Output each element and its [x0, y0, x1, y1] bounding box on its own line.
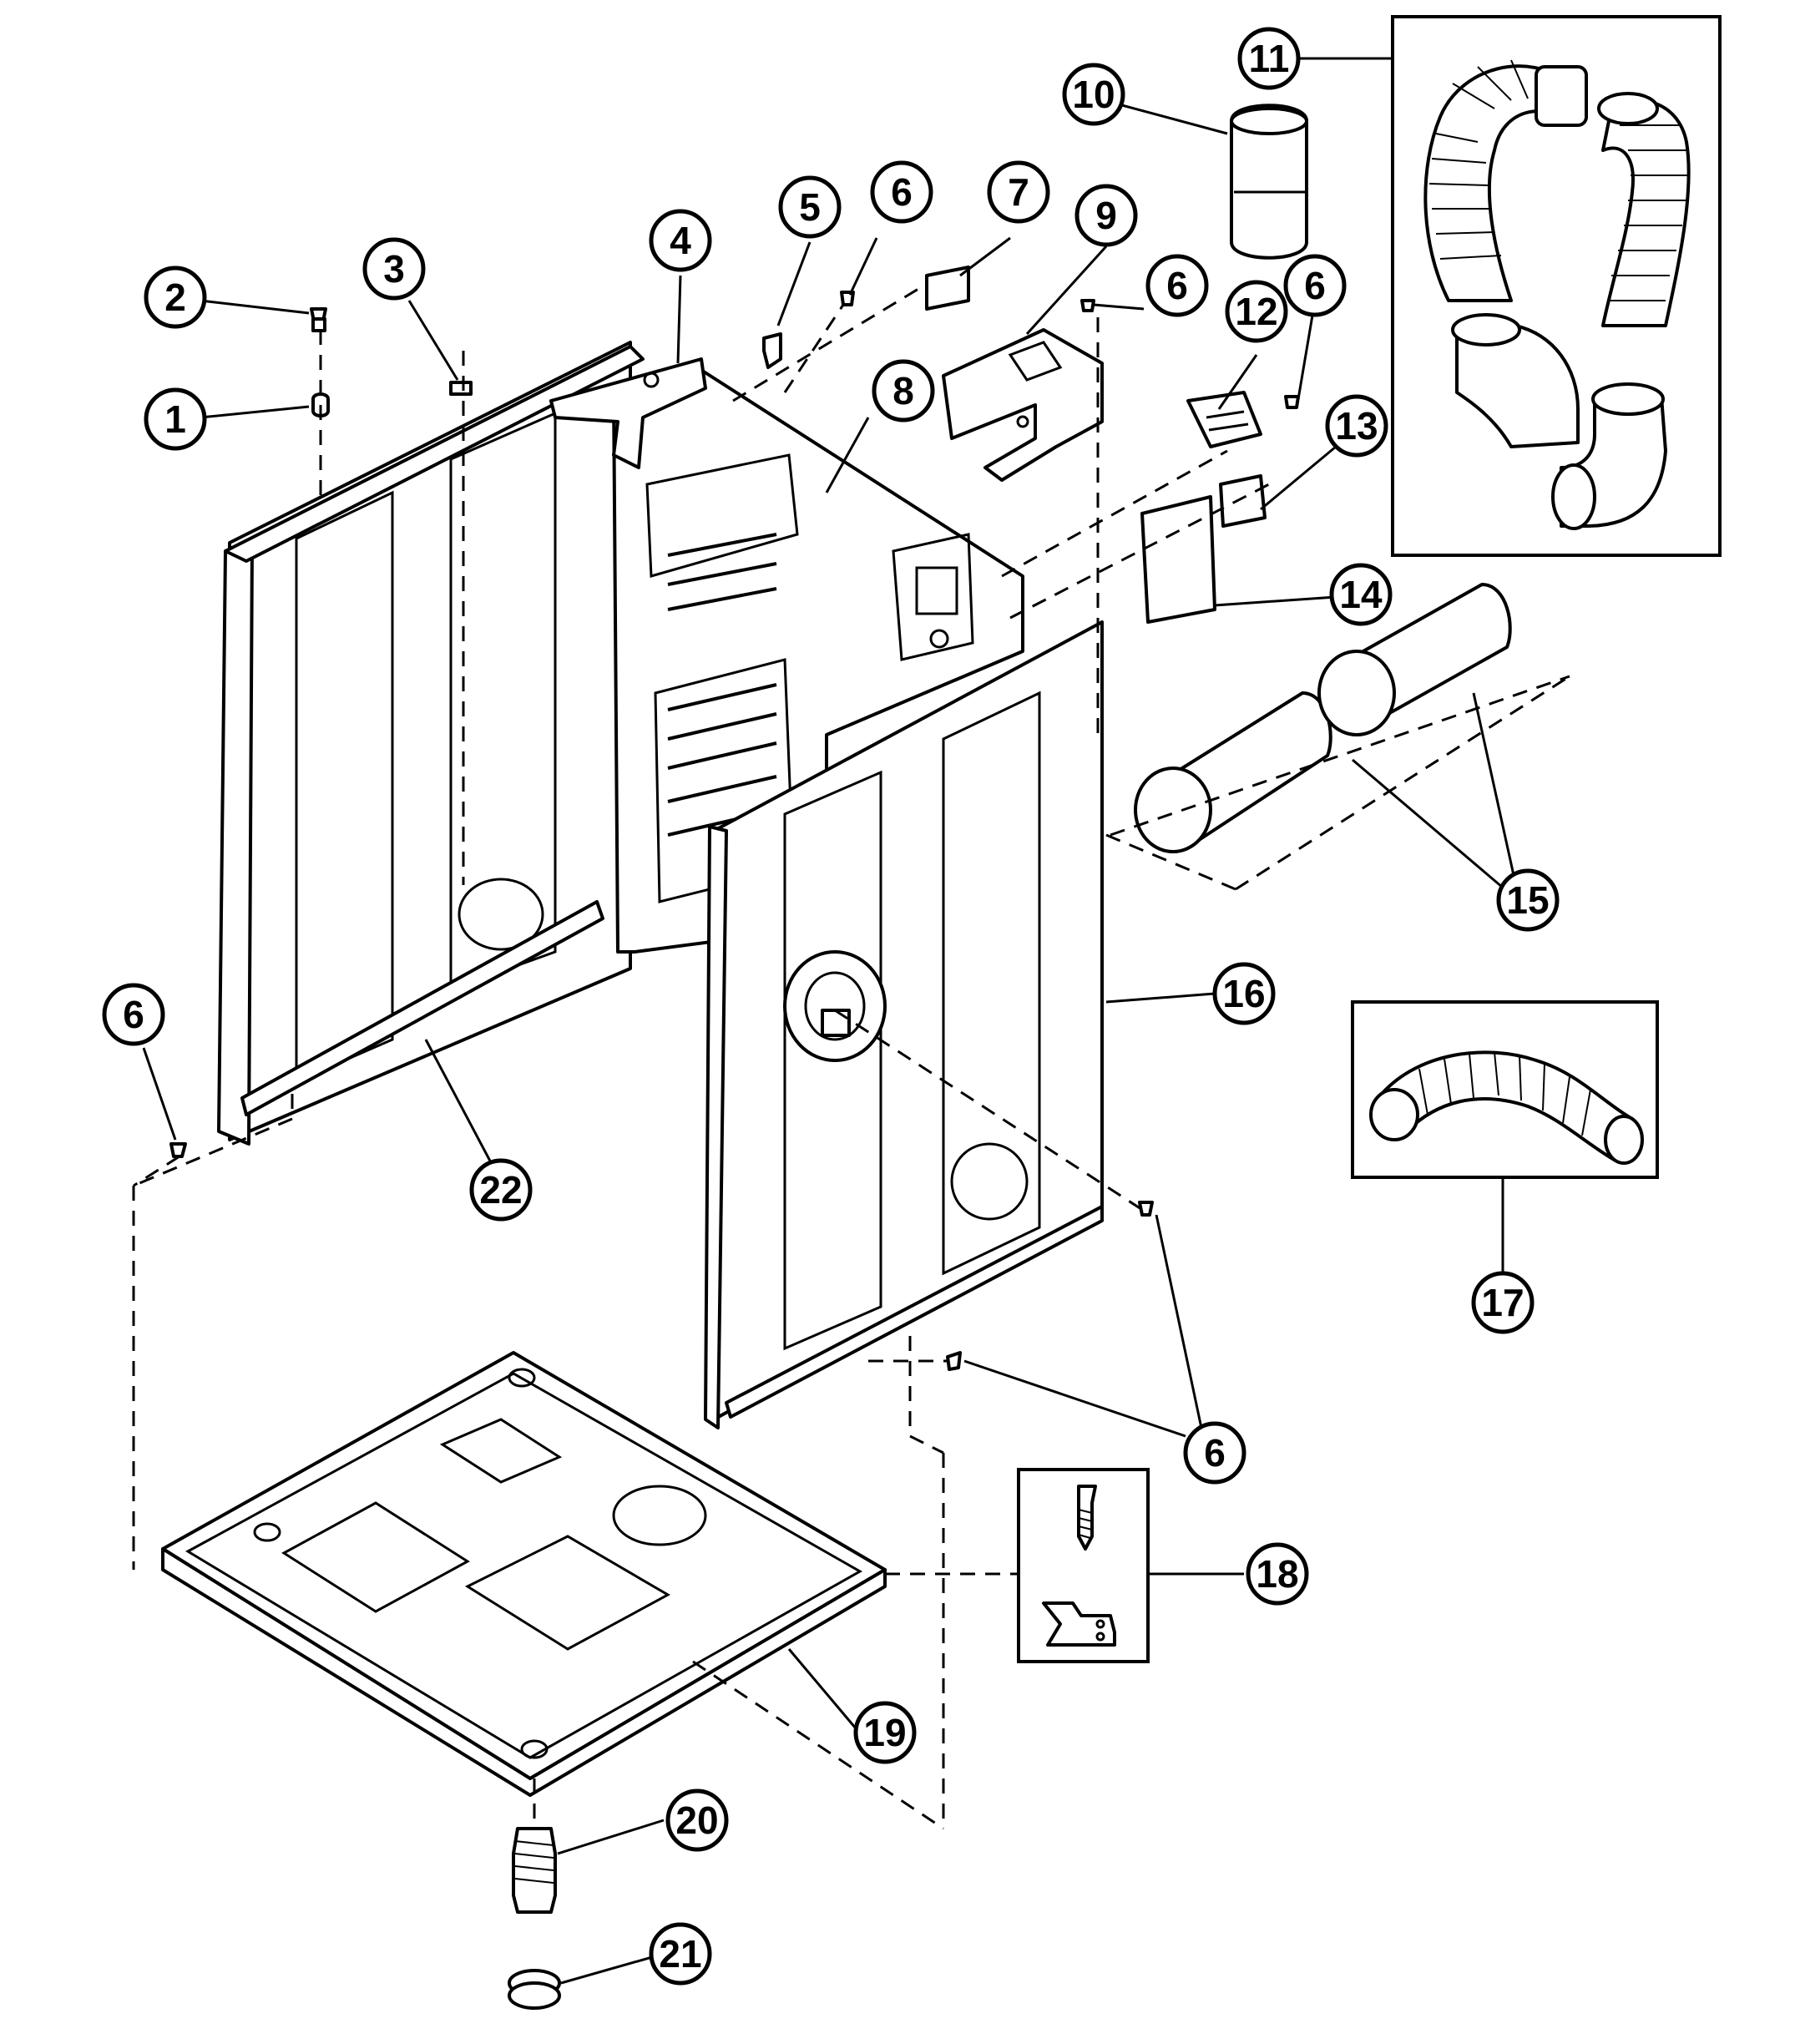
callout-4: 4	[649, 209, 712, 272]
left-side-panel	[217, 341, 645, 1146]
callout-label: 1	[164, 397, 186, 441]
callout-label: 8	[892, 369, 914, 412]
callout-1: 1	[144, 387, 207, 451]
callout-label: 6	[1204, 1431, 1226, 1475]
callout-label: 12	[1235, 290, 1277, 333]
callout-7: 7	[987, 160, 1050, 224]
cover-plate	[925, 266, 970, 311]
callout-14: 14	[1329, 563, 1393, 626]
leader-lines	[142, 57, 1521, 1985]
top-rear-bracket	[549, 357, 707, 469]
callout-label: 22	[479, 1168, 522, 1212]
callout-label: 13	[1335, 404, 1378, 448]
callout-21: 21	[649, 1922, 712, 1986]
callout-label: 6	[1166, 264, 1188, 307]
base-pan	[161, 1351, 887, 1797]
callout-label: 6	[123, 993, 144, 1036]
exhaust-tube-10	[1230, 104, 1308, 260]
callout-label: 16	[1222, 972, 1265, 1015]
callout-label: 5	[799, 185, 821, 229]
vent-kit-box	[1391, 15, 1722, 557]
callout-6-a: 6	[870, 160, 933, 224]
callout-label: 9	[1095, 194, 1117, 237]
callout-11: 11	[1237, 27, 1301, 90]
exhaust-tubes-15	[1134, 583, 1512, 853]
callout-13: 13	[1325, 394, 1388, 458]
right-side-panel	[704, 620, 1104, 1429]
callout-18: 18	[1246, 1542, 1309, 1606]
callout-12: 12	[1225, 280, 1288, 343]
callout-16: 16	[1212, 962, 1276, 1025]
callout-10: 10	[1062, 63, 1125, 126]
callout-label: 21	[659, 1932, 701, 1976]
callout-label: 10	[1072, 73, 1115, 116]
vent-plate	[1140, 474, 1267, 624]
hardware	[169, 291, 1300, 1371]
callout-3: 3	[362, 237, 426, 301]
right-bottom-rail	[725, 1205, 1104, 1419]
callout-label: 20	[675, 1799, 718, 1842]
callout-label: 14	[1339, 573, 1383, 616]
exhaust-cover	[1186, 391, 1262, 448]
callout-6-f: 6	[1183, 1421, 1246, 1485]
callout-label: 6	[1304, 264, 1326, 307]
callout-6-c: 6	[1283, 254, 1347, 317]
callout-17: 17	[1471, 1271, 1535, 1334]
callout-6-b: 6	[1145, 254, 1209, 317]
callout-label: 2	[164, 276, 186, 319]
callout-label: 18	[1256, 1552, 1298, 1596]
front-support-rail	[240, 900, 604, 1116]
assembly-guide-lines	[132, 282, 1570, 1830]
rear-panel	[612, 366, 1024, 954]
callout-label: 7	[1008, 170, 1029, 214]
callout-9: 9	[1074, 184, 1138, 247]
callout-19: 19	[853, 1701, 917, 1764]
callout-label: 6	[891, 170, 913, 214]
callout-5: 5	[778, 175, 842, 239]
callout-label: 3	[383, 247, 405, 291]
callout-label: 11	[1249, 37, 1290, 80]
callout-8: 8	[872, 359, 935, 422]
callout-6-e: 6	[102, 983, 165, 1046]
callout-label: 17	[1481, 1281, 1524, 1324]
callout-label: 4	[670, 219, 691, 262]
leveling-kit-box	[1017, 1468, 1150, 1663]
callout-20: 20	[665, 1788, 729, 1852]
callout-22: 22	[469, 1158, 533, 1222]
callout-15: 15	[1496, 868, 1560, 932]
callout-2: 2	[144, 266, 207, 329]
duct-clamp-bracket	[942, 328, 1104, 482]
leveling-leg	[508, 1827, 561, 2010]
callout-label: 15	[1506, 878, 1549, 922]
exhaust-hose-box	[1351, 1000, 1659, 1179]
callout-label: 19	[863, 1711, 906, 1754]
